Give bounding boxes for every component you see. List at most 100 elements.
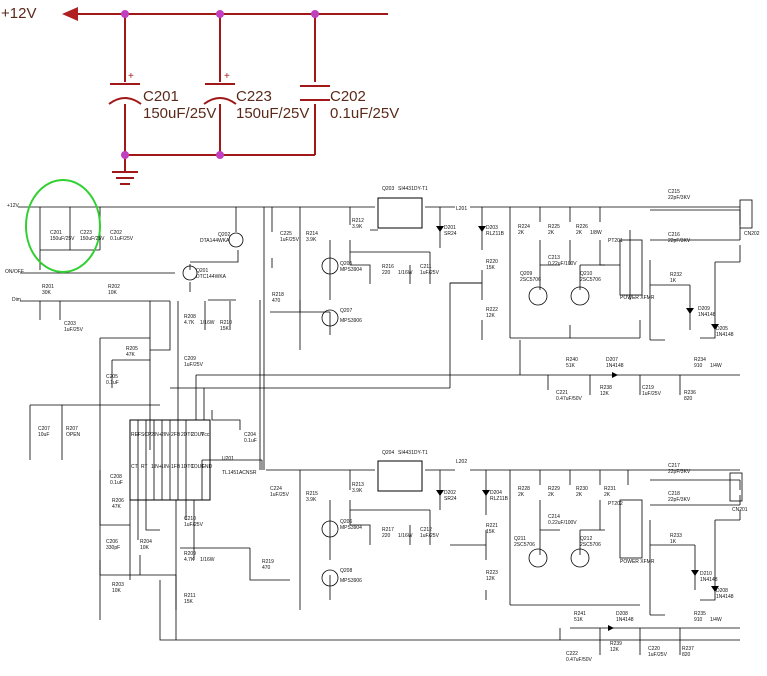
component-label: C211 <box>420 264 432 270</box>
component-label: 2SC5706 <box>580 277 601 283</box>
component-label: 220 <box>382 270 391 276</box>
component-label: R206 <box>112 498 124 504</box>
component-label: OPEN <box>66 432 81 438</box>
component-label: C209 <box>184 356 196 362</box>
zoom-rail-label: +12V <box>1 5 36 22</box>
component-label: 1/8W <box>590 230 602 236</box>
component-label: DTA144WKA <box>200 238 230 244</box>
component-label: 470 <box>262 565 271 571</box>
q207-transistor <box>321 309 339 327</box>
component-label: 1/16W <box>398 533 413 539</box>
component-label: R209 <box>184 551 196 557</box>
ic-pin-label: 1FB <box>171 464 181 470</box>
component-label: 51K <box>574 617 584 623</box>
component-label: R224 <box>518 224 530 230</box>
d202-diode-icon <box>436 490 444 496</box>
component-label: 22pF/3KV <box>668 469 691 475</box>
component-label: 910 <box>694 363 703 369</box>
d205-diode-icon <box>711 324 719 330</box>
ic-pin-label: 2DTC <box>181 432 194 438</box>
component-label: L202 <box>456 459 467 465</box>
component-label: 1/16W <box>200 557 215 563</box>
component-label: C207 <box>38 426 50 432</box>
component-label: Dim <box>12 297 21 303</box>
component-label: 22pF/3KV <box>668 238 691 244</box>
component-label: 10K <box>108 290 118 296</box>
cn202-connector <box>739 199 753 229</box>
cn201-connector <box>729 472 743 502</box>
d210-diode-icon <box>691 570 699 576</box>
component-label: 12K <box>486 576 496 582</box>
component-label: 1/4W <box>710 363 722 369</box>
component-label: MPS3906 <box>340 318 362 324</box>
component-label: R220 <box>486 259 498 265</box>
component-label: C220 <box>648 646 660 652</box>
q204-mosfet <box>377 460 423 492</box>
component-label: 1uF/25V <box>184 362 204 368</box>
component-label: 2K <box>518 492 525 498</box>
component-label: 150uF/25V <box>80 236 105 242</box>
d204-diode-icon <box>482 490 490 496</box>
component-label: 3.9K <box>352 488 363 494</box>
component-label: C208 <box>110 474 122 480</box>
zoom-cap-c201-ref: C201 <box>143 88 179 105</box>
component-label: R218 <box>272 292 284 298</box>
d203-diode-icon <box>478 226 486 232</box>
component-label: R205 <box>126 346 138 352</box>
component-label: C218 <box>668 491 680 497</box>
schematic-wires <box>18 206 741 655</box>
component-label: Q206 <box>340 519 352 525</box>
components <box>129 197 753 631</box>
component-label: MPS3904 <box>340 525 362 531</box>
component-label: MPS3904 <box>340 267 362 273</box>
component-label: 1N4148 <box>716 594 734 600</box>
component-label: C216 <box>668 232 680 238</box>
component-labels: +12VC201150uF/25VC223150uF/25VC2020.1uF/… <box>5 186 760 663</box>
component-label: 1uF/25V <box>648 652 668 658</box>
component-label: 1uF/25V <box>420 533 440 539</box>
component-label: 1uF/25V <box>270 492 290 498</box>
q210-transistor <box>570 286 590 306</box>
q209-transistor <box>528 286 548 306</box>
component-label: R214 <box>306 231 318 237</box>
component-label: R204 <box>140 539 152 545</box>
component-label: 30K <box>42 290 52 296</box>
component-label: SI4431DY-T1 <box>398 186 428 192</box>
ic-pin-label: SCP <box>141 432 152 438</box>
component-label: 1/4W <box>710 617 722 623</box>
component-label: D209 <box>698 306 710 312</box>
component-label: RLZ11B <box>486 231 505 237</box>
d208-diode-icon <box>711 586 719 592</box>
component-label: R201 <box>42 284 54 290</box>
component-label: C222 <box>566 651 578 657</box>
ic-pin-label: 2OUT <box>191 432 204 438</box>
ground-icon <box>112 171 138 185</box>
component-label: 1/16W <box>398 270 413 276</box>
component-label: Q210 <box>580 271 592 277</box>
component-label: Q212 <box>580 536 592 542</box>
component-label: POWER XFMR <box>620 559 655 565</box>
d208b-diode-icon <box>608 625 614 631</box>
component-label: C221 <box>556 390 568 396</box>
component-label: D208 <box>716 588 728 594</box>
ic-pin-label: 2IN- <box>161 432 171 438</box>
ic-u201-pins: REF SCP 2IN+ 2IN- 2FB 2DTC 2OUT Vcc CT R… <box>131 432 213 470</box>
component-label: Q202 <box>218 232 230 238</box>
component-label: R213 <box>352 482 364 488</box>
component-label: 47K <box>112 504 122 510</box>
component-label: Q207 <box>340 308 352 314</box>
component-label: D203 <box>486 225 498 231</box>
component-label: CN201 <box>732 507 748 513</box>
component-label: 0.1uF <box>244 438 257 444</box>
svg-text:+: + <box>224 71 230 82</box>
component-label: CN202 <box>744 231 760 237</box>
component-label: Q205 <box>340 261 352 267</box>
ic-pin-label: RT <box>141 464 148 470</box>
zoom-cap-c202-ref: C202 <box>330 88 366 105</box>
component-label: 22pF/3KV <box>668 497 691 503</box>
component-label: R238 <box>600 385 612 391</box>
component-label: 4.7K <box>184 557 195 563</box>
q211-transistor <box>528 548 548 568</box>
component-label: D201 <box>444 225 456 231</box>
component-label: C225 <box>280 231 292 237</box>
